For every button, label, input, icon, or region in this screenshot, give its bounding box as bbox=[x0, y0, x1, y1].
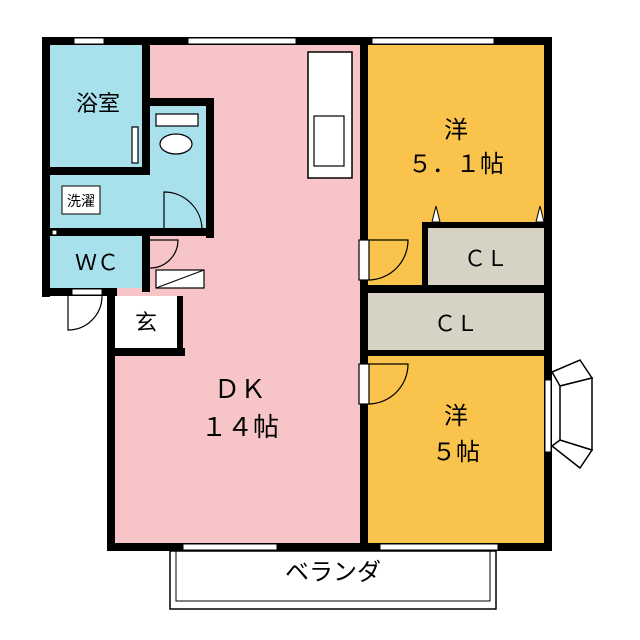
door-leaves bbox=[51, 126, 370, 405]
window-room2-bottom bbox=[379, 543, 499, 551]
entrance-floor bbox=[115, 296, 177, 348]
kitchen-sink bbox=[313, 115, 345, 167]
closet-2-label: ＣＬ bbox=[434, 312, 478, 337]
wc-label: ＷＣ bbox=[75, 251, 119, 276]
western-2-label-line1: 洋 bbox=[444, 402, 468, 430]
entrance-label: 玄 bbox=[135, 311, 157, 336]
door-swings bbox=[67, 191, 409, 405]
veranda-label: ベランダ bbox=[285, 558, 381, 586]
toilet-tank bbox=[155, 113, 199, 127]
window-dk-top bbox=[187, 37, 297, 45]
western-1-label-line2: ５．１帖 bbox=[408, 150, 504, 178]
windows bbox=[71, 37, 552, 551]
window-room1-top bbox=[371, 37, 495, 45]
window-wc bbox=[71, 288, 103, 296]
western-1-label-line1: 洋 bbox=[444, 116, 468, 144]
closet-doors bbox=[380, 205, 545, 354]
bath-label: 浴室 bbox=[76, 92, 120, 117]
window-dk-bottom bbox=[182, 543, 278, 551]
window-bath bbox=[73, 37, 105, 45]
closet-2-floor bbox=[368, 293, 544, 350]
wc-floor bbox=[50, 236, 145, 288]
veranda bbox=[169, 550, 497, 610]
dk-label-line2: １４帖 bbox=[201, 413, 279, 443]
dk-label-line1: ＤＫ bbox=[214, 375, 266, 405]
bay-window bbox=[550, 359, 594, 470]
western-2-label-line2: ５帖 bbox=[432, 438, 480, 466]
veranda-rail bbox=[175, 550, 491, 602]
window-room2-side bbox=[544, 379, 552, 453]
closet-1-floor bbox=[428, 228, 544, 285]
toilet-bowl bbox=[159, 133, 193, 155]
closet-1-label: ＣＬ bbox=[464, 247, 508, 272]
laundry-label-overlay: 洗濯 bbox=[67, 194, 95, 210]
